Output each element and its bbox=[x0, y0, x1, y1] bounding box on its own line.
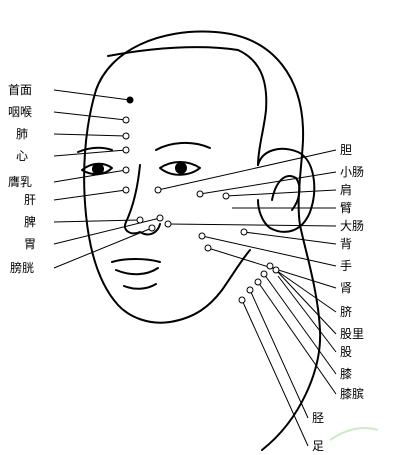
label-back: 背 bbox=[340, 237, 352, 251]
point-stomach bbox=[157, 215, 163, 221]
label-throat: 咽喉 bbox=[8, 105, 32, 119]
label-small-intestine: 小肠 bbox=[340, 165, 364, 179]
point-lung bbox=[123, 133, 129, 139]
label-lung: 肺 bbox=[16, 127, 28, 141]
label-gallbladder: 胆 bbox=[340, 143, 352, 157]
point-spleen bbox=[137, 217, 143, 223]
label-bladder: 膀胱 bbox=[10, 261, 34, 275]
point-liver bbox=[123, 187, 129, 193]
point-inner-thigh bbox=[273, 267, 279, 273]
label-kidney: 肾 bbox=[340, 281, 352, 295]
label-liver: 肝 bbox=[24, 193, 36, 207]
point-kneecap bbox=[247, 287, 253, 293]
point-thigh bbox=[261, 271, 267, 277]
point-small-intestine bbox=[197, 191, 203, 197]
mouth-upper bbox=[112, 259, 160, 262]
point-gallbladder bbox=[155, 187, 161, 193]
point-hand bbox=[199, 233, 205, 239]
point-face-top bbox=[127, 97, 133, 103]
label-inner-thigh: 股里 bbox=[340, 327, 364, 341]
chin-line bbox=[124, 284, 156, 289]
point-bladder bbox=[149, 225, 155, 231]
jaw-outline bbox=[170, 250, 250, 322]
point-knee bbox=[255, 279, 261, 285]
head-outline bbox=[96, 32, 320, 450]
point-back bbox=[241, 229, 247, 235]
point-throat bbox=[123, 117, 129, 123]
point-shin bbox=[239, 297, 245, 303]
eyebrow-right bbox=[156, 143, 210, 150]
label-navel: 脐 bbox=[340, 305, 352, 319]
label-kneecap: 膝膑 bbox=[340, 387, 364, 401]
point-kidney bbox=[205, 245, 211, 251]
point-large-intestine bbox=[165, 221, 171, 227]
nose-outline bbox=[125, 165, 160, 234]
hairline-side bbox=[238, 50, 266, 165]
label-spleen: 脾 bbox=[24, 215, 36, 229]
point-shoulder bbox=[223, 193, 229, 199]
pupil-left bbox=[93, 164, 103, 174]
label-thigh: 股 bbox=[340, 345, 352, 359]
mouth-lower bbox=[116, 268, 158, 274]
label-knee: 膝 bbox=[340, 367, 352, 381]
point-breast bbox=[123, 167, 129, 173]
label-arm: 臂 bbox=[340, 201, 352, 215]
point-heart bbox=[123, 147, 129, 153]
label-heart: 心 bbox=[16, 149, 28, 163]
label-face-top: 首面 bbox=[8, 83, 32, 97]
label-shoulder: 肩 bbox=[340, 183, 352, 197]
label-hand: 手 bbox=[340, 259, 352, 273]
label-foot: 足 bbox=[312, 439, 324, 453]
label-shin: 胫 bbox=[312, 411, 324, 425]
label-breast: 膺乳 bbox=[8, 175, 32, 189]
label-large-intestine: 大肠 bbox=[340, 219, 364, 233]
pupil-right bbox=[176, 163, 186, 173]
watermark-stroke bbox=[330, 428, 378, 440]
point-navel bbox=[267, 263, 273, 269]
label-stomach: 胃 bbox=[24, 237, 36, 251]
